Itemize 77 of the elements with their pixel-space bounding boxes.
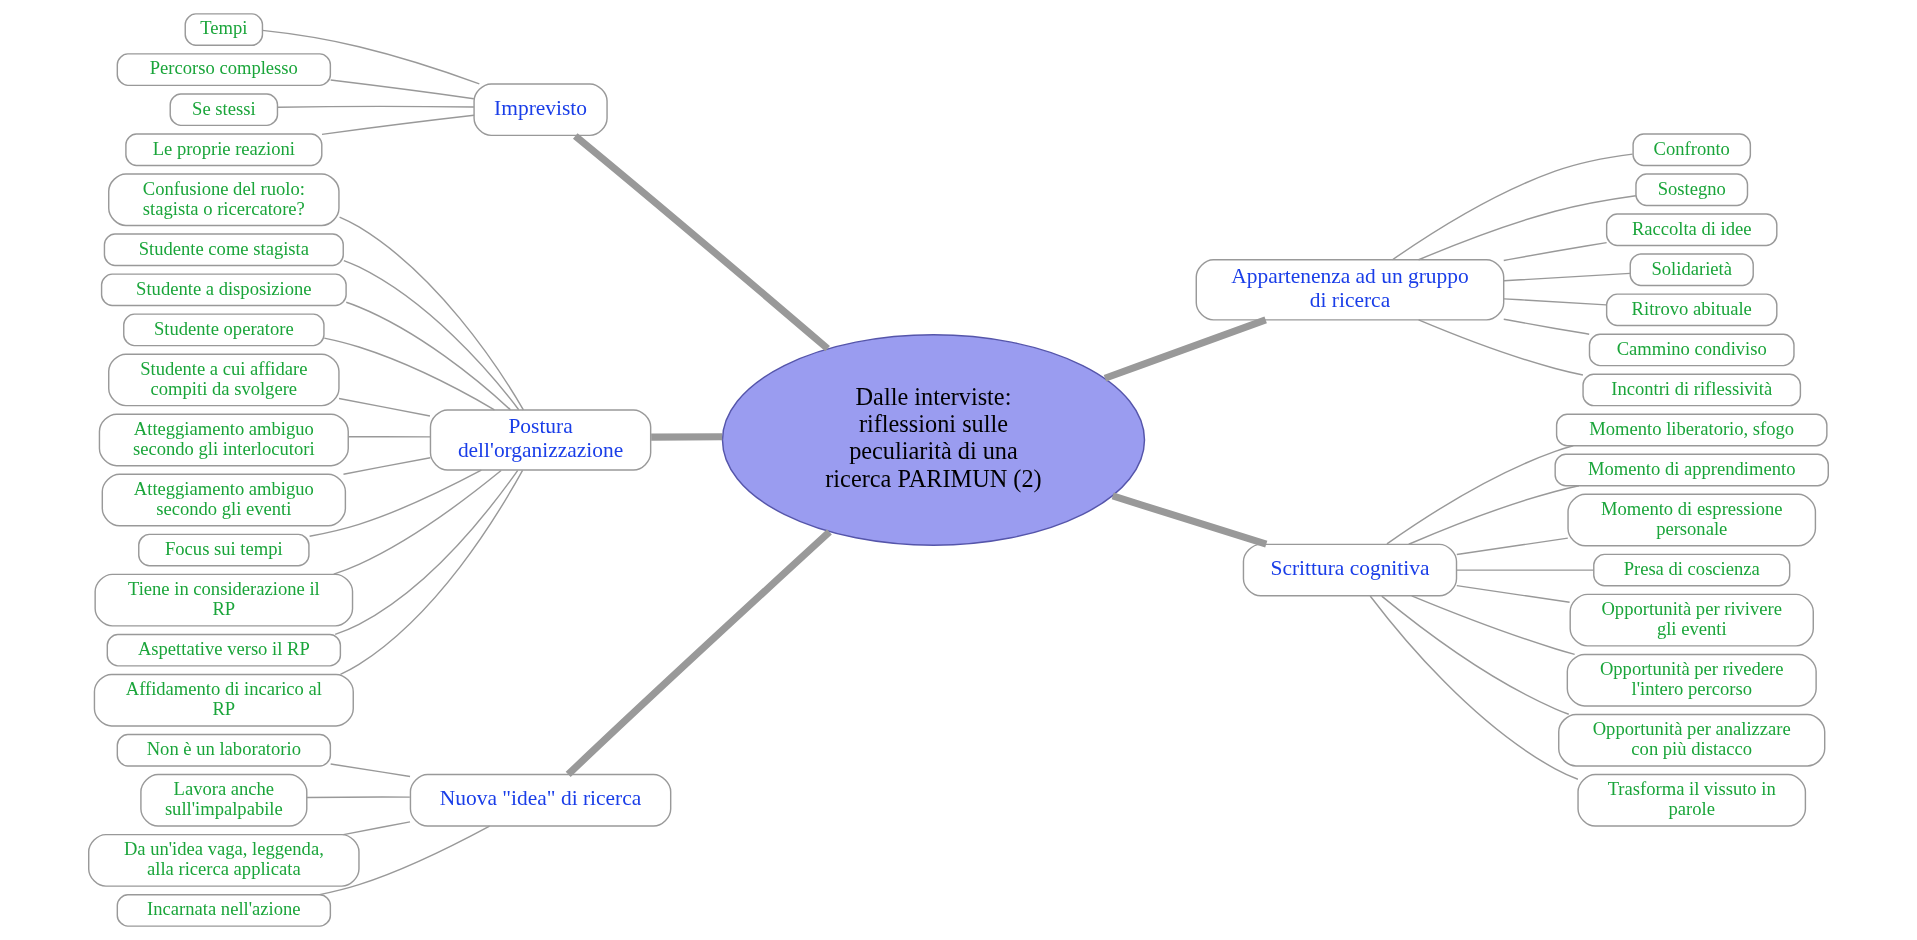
connector xyxy=(339,469,524,676)
connector xyxy=(347,436,431,438)
node-box: Affidamento di incarico al RP xyxy=(93,673,354,727)
connector xyxy=(345,301,512,411)
node-box: Scrittura cognitiva xyxy=(1242,543,1458,597)
connector xyxy=(1503,272,1631,282)
node-box: Tiene in considerazione il RP xyxy=(94,573,354,627)
node-box: Ritrovo abituale xyxy=(1605,293,1778,327)
connector xyxy=(306,796,411,799)
node-box: Cammino condiviso xyxy=(1588,333,1795,367)
node-box: Aspettative verso il RP xyxy=(106,633,342,667)
connector xyxy=(329,763,411,778)
node-box: Le proprie reazioni xyxy=(125,133,323,167)
connector xyxy=(338,397,431,417)
node-box: Imprevisto xyxy=(473,83,608,137)
connector xyxy=(277,105,475,108)
connector xyxy=(342,821,411,836)
node-box: Studente a disposizione xyxy=(100,273,347,307)
connector xyxy=(1417,195,1637,261)
node-box: Opportunità per rivivere gli eventi xyxy=(1569,593,1814,647)
connector xyxy=(1381,595,1570,715)
connector xyxy=(572,133,830,352)
connector xyxy=(1456,537,1569,556)
node-box: Confronto xyxy=(1632,133,1752,167)
connector xyxy=(308,469,483,537)
node-box: Da un'idea vaga, leggenda, alla ricerca applicata xyxy=(88,833,360,887)
connector xyxy=(333,469,502,575)
connector xyxy=(334,469,519,636)
connector xyxy=(565,529,832,777)
connector xyxy=(261,29,481,85)
connector xyxy=(1408,485,1580,545)
node-box: Solidarietà xyxy=(1629,253,1754,287)
node-box: Momento liberatorio, sfogo xyxy=(1555,413,1828,447)
connector xyxy=(329,79,475,100)
connector xyxy=(1456,569,1595,571)
node-ellipse: Dalle interviste: riflessioni sulle peculiarità di una ricerca PARIMUN (2) xyxy=(721,334,1146,546)
connector xyxy=(1456,584,1571,604)
connector xyxy=(1503,318,1590,335)
node-box: Sostegno xyxy=(1635,173,1749,207)
connector xyxy=(338,216,525,411)
connector xyxy=(323,337,496,411)
node-box: Opportunità per analizzare con più distacco xyxy=(1558,713,1826,767)
node-box: Momento di espressione personale xyxy=(1567,493,1817,547)
node-box: Lavora anche sull'impalpabile xyxy=(140,773,308,827)
node-box: Nuova "idea" di ricerca xyxy=(409,773,672,827)
connector xyxy=(342,457,432,475)
node-box: Incontri di riflessività xyxy=(1582,373,1802,407)
node-box: Postura dell'organizzazione xyxy=(429,409,652,471)
node-box: Tempi xyxy=(184,13,264,47)
node-box: Appartenenza ad un gruppo di ricerca xyxy=(1195,259,1505,321)
connector xyxy=(1417,319,1584,376)
node-box: Atteggiamento ambiguo secondo gli interlocutori xyxy=(98,413,349,467)
connector xyxy=(1503,241,1608,262)
node-box: Atteggiamento ambiguo secondo gli eventi xyxy=(101,473,347,527)
node-box: Studente a cui affidare compiti da svolgere xyxy=(108,353,340,407)
node-box: Studente come stagista xyxy=(103,233,344,267)
node-box: Non è un laboratorio xyxy=(116,733,332,767)
node-box: Se stessi xyxy=(169,93,279,127)
node-box: Presa di coscienza xyxy=(1593,553,1791,587)
node-box: Incarnata nell'azione xyxy=(116,893,332,927)
connector xyxy=(1369,595,1579,780)
node-box: Studente operatore xyxy=(123,313,325,347)
connector xyxy=(1391,153,1634,261)
node-box: Momento di apprendimento xyxy=(1554,453,1829,487)
node-box: Raccolta di idee xyxy=(1605,213,1778,247)
node-box: Trasforma il vissuto in parole xyxy=(1577,773,1807,827)
node-box: Focus sui tempi xyxy=(138,533,310,567)
node-box: Confusione del ruolo: stagista o ricercatore? xyxy=(108,173,340,227)
connector xyxy=(1111,492,1268,548)
connector xyxy=(1103,316,1267,382)
connector xyxy=(321,114,475,136)
node-box: Opportunità per rivedere l'intero percorso xyxy=(1566,653,1817,707)
connector xyxy=(1503,298,1607,306)
connector xyxy=(1386,445,1574,545)
connector xyxy=(318,825,491,896)
node-box: Percorso complesso xyxy=(116,53,332,87)
connector xyxy=(343,259,520,411)
